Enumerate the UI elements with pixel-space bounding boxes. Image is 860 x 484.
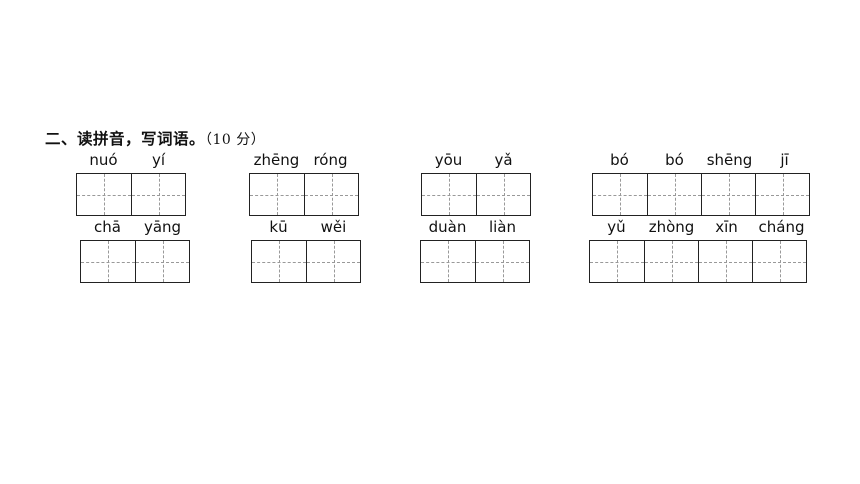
section-title-text: 二、读拼音，写词语。 — [45, 130, 206, 148]
pinyin-label: jī — [780, 151, 789, 169]
writing-grid — [420, 240, 530, 283]
writing-cell[interactable] — [304, 174, 358, 215]
section-title: 二、读拼音，写词语。（10 分） — [45, 127, 265, 149]
writing-cell[interactable] — [755, 174, 809, 215]
pinyin-label: wěi — [320, 218, 347, 236]
writing-grid — [249, 173, 359, 216]
writing-cell[interactable] — [698, 241, 752, 282]
section-score: （10 分） — [205, 132, 266, 148]
writing-cell[interactable] — [476, 174, 530, 215]
writing-cell[interactable] — [135, 241, 189, 282]
writing-cell[interactable] — [422, 174, 476, 215]
pinyin-label: yōu — [434, 151, 463, 169]
pinyin-label: róng — [313, 151, 348, 169]
pinyin-label: liàn — [488, 218, 517, 236]
writing-cell[interactable] — [593, 174, 647, 215]
writing-cell[interactable] — [81, 241, 135, 282]
writing-cell[interactable] — [590, 241, 644, 282]
writing-cell[interactable] — [306, 241, 360, 282]
writing-cell[interactable] — [252, 241, 306, 282]
writing-grid — [251, 240, 361, 283]
pinyin-label: xīn — [715, 218, 738, 236]
writing-cell[interactable] — [421, 241, 475, 282]
pinyin-label: zhòng — [648, 218, 695, 236]
pinyin-label: cháng — [758, 218, 805, 236]
writing-cell[interactable] — [647, 174, 701, 215]
pinyin-label: chā — [94, 218, 121, 236]
pinyin-label: nuó — [89, 151, 118, 169]
writing-cell[interactable] — [77, 174, 131, 215]
writing-grid — [80, 240, 190, 283]
writing-cell[interactable] — [644, 241, 698, 282]
pinyin-label: yǎ — [494, 151, 513, 169]
pinyin-label: zhēng — [253, 151, 300, 169]
pinyin-label: yǔ — [607, 218, 626, 236]
writing-grid — [589, 240, 807, 283]
writing-grid — [592, 173, 810, 216]
writing-cell[interactable] — [701, 174, 755, 215]
writing-cell[interactable] — [475, 241, 529, 282]
writing-grid — [421, 173, 531, 216]
pinyin-label: duàn — [428, 218, 467, 236]
writing-grid — [76, 173, 186, 216]
writing-cell[interactable] — [131, 174, 185, 215]
writing-cell[interactable] — [250, 174, 304, 215]
pinyin-label: shēng — [706, 151, 753, 169]
pinyin-label: yí — [151, 151, 166, 169]
pinyin-label: bó — [665, 151, 684, 169]
pinyin-label: bó — [610, 151, 629, 169]
pinyin-label: kū — [269, 218, 288, 236]
pinyin-label: yāng — [143, 218, 182, 236]
writing-cell[interactable] — [752, 241, 806, 282]
